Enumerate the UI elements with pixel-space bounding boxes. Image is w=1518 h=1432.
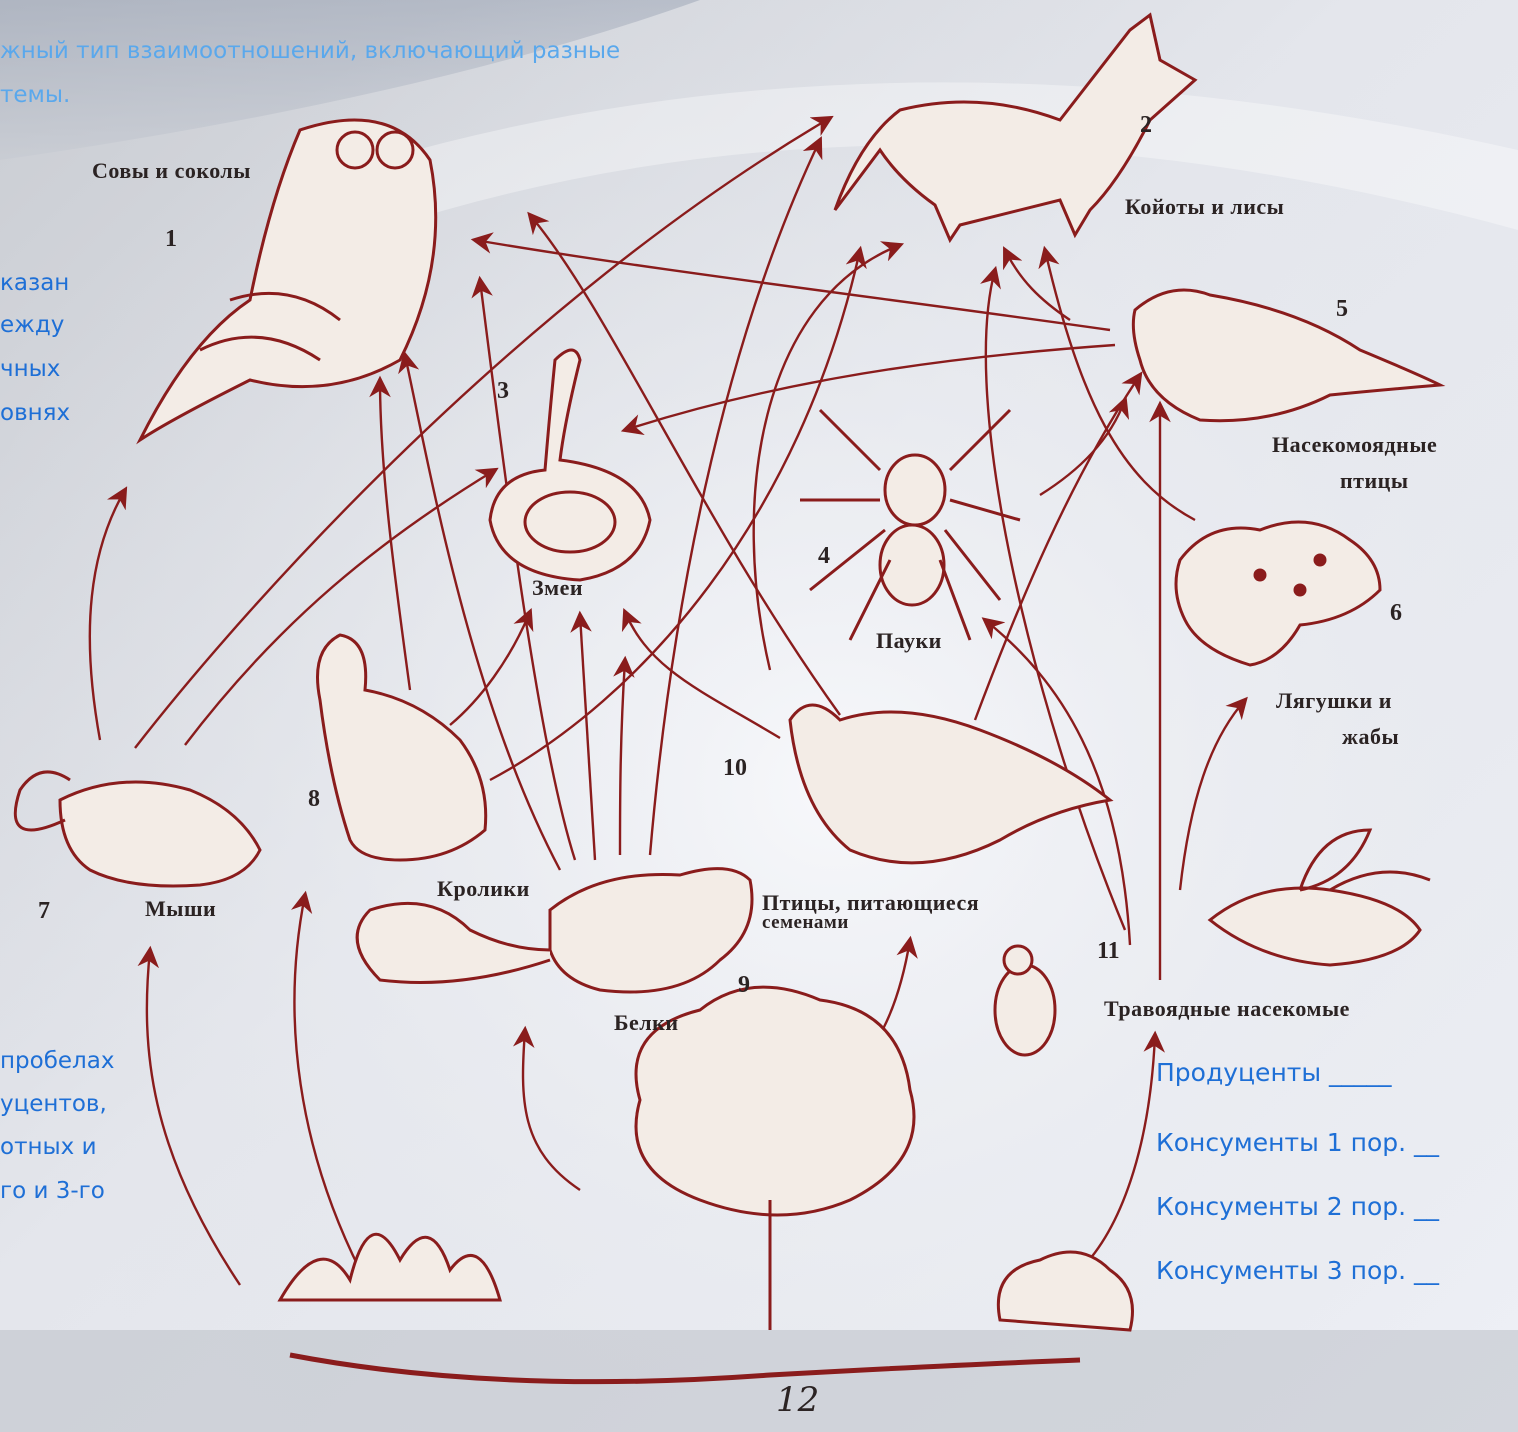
header-line-2: темы. — [0, 78, 70, 114]
num-rabbits: 8 — [308, 786, 320, 813]
num-owls: 1 — [165, 226, 177, 253]
left-text-line-2: ежду — [0, 308, 64, 344]
bottom-left-line-3: отных и — [0, 1130, 97, 1166]
label-mice: Мыши — [145, 896, 216, 922]
bottom-left-line-4: го и 3-го — [0, 1174, 105, 1210]
num-snakes: 3 — [497, 378, 509, 405]
answer-consumers-2[interactable]: Консументы 2 пор. __ — [1156, 1192, 1439, 1221]
left-text-line-1: казан — [0, 266, 69, 302]
label-foxes: Койоты и лисы — [1125, 194, 1284, 220]
label-herb-insects: Травоядные насекомые — [1104, 996, 1350, 1022]
answer-consumers-3[interactable]: Консументы 3 пор. __ — [1156, 1256, 1439, 1285]
label-snakes: Змеи — [532, 575, 583, 601]
num-foxes: 2 — [1140, 112, 1152, 139]
header-line-1: жный тип взаимоотношений, включающий раз… — [0, 34, 620, 70]
answer-consumers-1[interactable]: Консументы 1 пор. __ — [1156, 1128, 1439, 1157]
num-squirrels: 9 — [738, 972, 750, 999]
num-seed-birds: 10 — [723, 755, 747, 782]
label-spiders: Пауки — [876, 628, 942, 654]
num-frogs: 6 — [1390, 600, 1402, 627]
answer-producers[interactable]: Продуценты _____ — [1156, 1058, 1392, 1087]
num-mice: 7 — [38, 898, 50, 925]
num-insect-birds: 5 — [1336, 296, 1348, 323]
label-insect-birds-2: птицы — [1340, 468, 1409, 494]
label-frogs-2: жабы — [1342, 724, 1399, 750]
label-rabbits: Кролики — [437, 876, 530, 902]
left-text-line-4: овнях — [0, 396, 70, 432]
num-herb-insects: 11 — [1097, 938, 1120, 965]
label-frogs-1: Лягушки и — [1276, 688, 1392, 714]
label-owls: Совы и соколы — [92, 158, 251, 184]
label-seed-birds-2: семенами — [762, 912, 849, 934]
num-plants: 12 — [776, 1380, 819, 1420]
left-text-line-3: чных — [0, 352, 60, 388]
label-squirrels: Белки — [614, 1010, 679, 1036]
bottom-left-line-1: пробелах — [0, 1044, 114, 1080]
num-spiders: 4 — [818, 543, 830, 570]
label-insect-birds-1: Насекомоядные — [1272, 432, 1437, 458]
bottom-left-line-2: уцентов, — [0, 1087, 107, 1123]
